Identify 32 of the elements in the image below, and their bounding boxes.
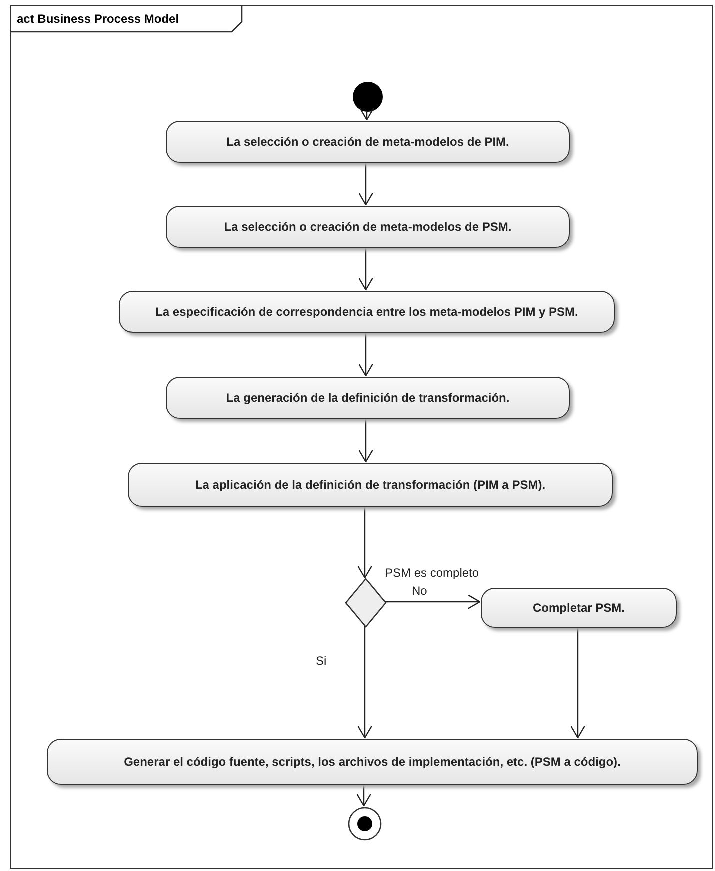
arrow [358, 247, 374, 291]
arrow [358, 162, 374, 206]
action-box [481, 588, 677, 628]
arrow [358, 418, 374, 463]
action-text: La selección o creación de meta-modelos de PIM. [226, 135, 510, 149]
arrow [570, 627, 586, 739]
arrow [359, 107, 375, 121]
action-text: Generar el código fuente, scripts, los archivos de implementación, etc. (PSM a código). [124, 755, 621, 769]
diagram-frame [10, 5, 713, 869]
frame-title: act Business Process Model [16, 11, 180, 28]
action-text: La generación de la definición de transformación. [226, 391, 510, 405]
final-node [348, 807, 382, 841]
action-box [128, 463, 613, 507]
action-box [166, 377, 570, 419]
decision-diamond [346, 579, 386, 627]
action-box [166, 121, 570, 163]
initial-node [353, 82, 383, 112]
edge-label: No [412, 584, 428, 598]
arrow [356, 784, 372, 807]
arrow [357, 506, 373, 579]
action-box [47, 739, 698, 785]
edge-label: Si [316, 654, 327, 668]
action-box [119, 291, 615, 333]
action-text: La especificación de correspondencia entre los meta-modelos PIM y PSM. [156, 305, 578, 319]
edge-label: PSM es completo [385, 566, 480, 580]
action-box [166, 206, 570, 248]
arrow [385, 594, 481, 610]
action-text: La selección o creación de meta-modelos de PSM. [224, 220, 512, 234]
action-text: La aplicación de la definición de transformación (PIM a PSM). [195, 478, 546, 492]
arrow [358, 332, 374, 377]
arrow [357, 626, 373, 739]
action-text: Completar PSM. [532, 601, 625, 615]
